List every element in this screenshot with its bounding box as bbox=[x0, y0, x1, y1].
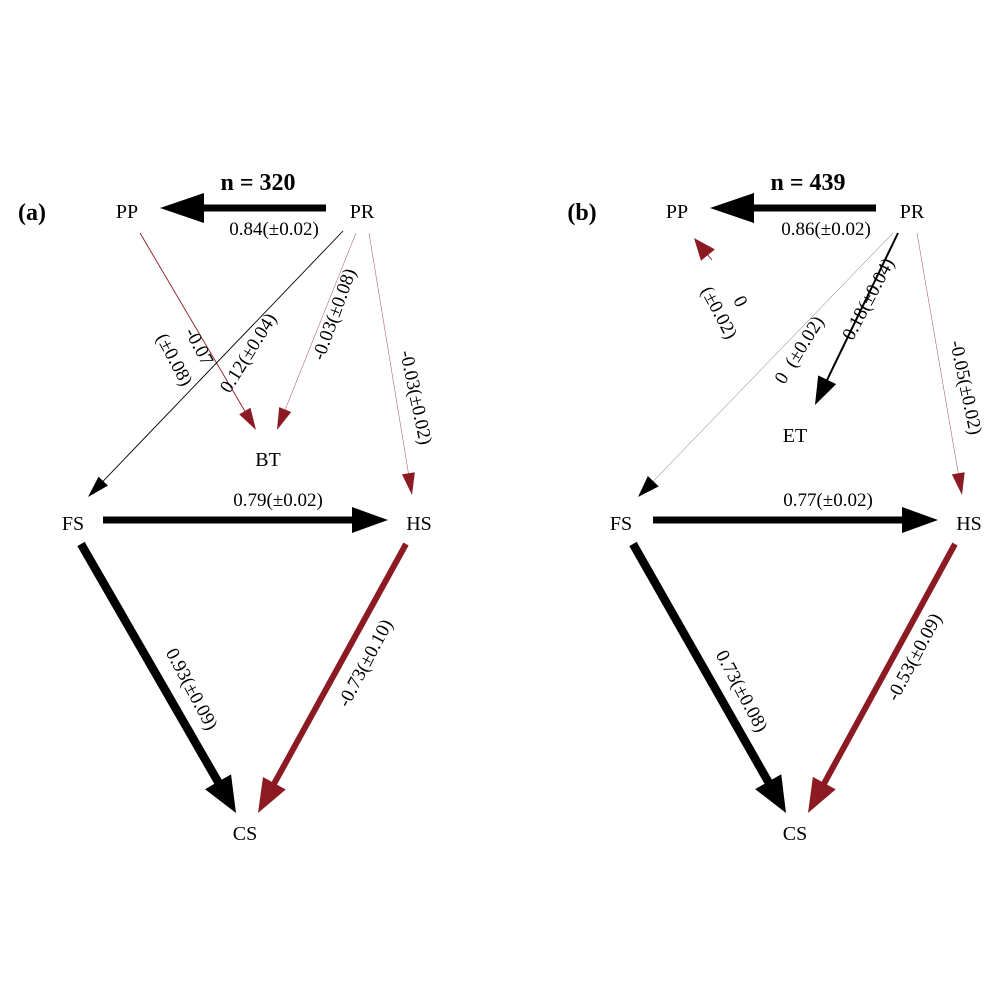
path-pr-to-hs: -0.05(±0.02) bbox=[916, 232, 985, 495]
path-coefficient: 0 bbox=[728, 293, 751, 311]
path-hs-to-cs: -0.73(±0.10) bbox=[258, 542, 409, 813]
path-coefficient: -0.03 bbox=[395, 349, 424, 392]
path-coefficient-label: -0.07(±0.08) bbox=[151, 317, 221, 390]
path-coefficient-label: 0.79(±0.02) bbox=[233, 490, 323, 511]
path-standard-error: (±0.08) bbox=[322, 266, 361, 326]
path-coefficient-label: -0.03(±0.02) bbox=[395, 349, 435, 447]
path-coefficient-label: -0.73(±0.10) bbox=[334, 616, 398, 711]
path-standard-error: (±0.02) bbox=[266, 490, 322, 511]
arrowhead bbox=[402, 472, 415, 495]
path-line bbox=[825, 232, 899, 383]
arrowhead bbox=[258, 776, 286, 813]
node-pp: PP bbox=[666, 201, 688, 223]
path-coefficient-label: 0.84(±0.02) bbox=[229, 219, 319, 240]
arrowhead bbox=[638, 475, 659, 497]
path-pr-to-fs: 0.12(±0.04) bbox=[88, 230, 344, 497]
path-standard-error: (±0.04) bbox=[234, 310, 282, 369]
panel-label: (b) bbox=[567, 200, 596, 226]
arrowhead bbox=[277, 407, 292, 430]
path-coefficient: -0.03 bbox=[309, 319, 342, 363]
panel-label: (a) bbox=[18, 200, 46, 226]
path-pr-to-pp: 0.84(±0.02) bbox=[160, 193, 326, 240]
node-cs: CS bbox=[233, 823, 257, 845]
path-coefficient: -0.05 bbox=[945, 339, 974, 382]
path-coefficient-label: -0.03(±0.08) bbox=[309, 266, 362, 363]
path-fs-to-cs: 0.93(±0.09) bbox=[77, 541, 236, 813]
path-standard-error: (±0.02) bbox=[781, 313, 829, 372]
node-hs: HS bbox=[956, 513, 982, 535]
path-line bbox=[651, 232, 894, 483]
path-fs-to-hs: 0.77(±0.02) bbox=[653, 490, 938, 533]
path-fs-to-cs: 0.73(±0.08) bbox=[629, 541, 786, 813]
path-coefficient-label: 0(±0.02) bbox=[696, 272, 762, 343]
path-pr-to-bt: -0.03(±0.08) bbox=[277, 232, 362, 430]
panel-a: (a)n = 3200.84(±0.02)-0.07(±0.08)0.12(±0… bbox=[18, 170, 435, 845]
path-standard-error: (±0.09) bbox=[902, 610, 947, 670]
path-coefficient: 0 bbox=[771, 369, 794, 388]
arrowhead bbox=[808, 776, 836, 813]
path-coefficient-label: 0.93(±0.09) bbox=[161, 645, 222, 734]
arrowhead bbox=[755, 774, 786, 813]
arrowhead bbox=[239, 407, 256, 430]
path-et-to-pp: 0(±0.02) bbox=[694, 238, 762, 343]
path-standard-error: (±0.02) bbox=[816, 490, 872, 511]
path-pr-to-fs: 0(±0.02) bbox=[638, 232, 894, 497]
path-fs-to-hs: 0.79(±0.02) bbox=[103, 490, 388, 533]
path-coefficient-label: 0.77(±0.02) bbox=[783, 490, 873, 511]
arrowhead bbox=[815, 375, 837, 405]
path-coefficient: 0.77 bbox=[783, 490, 816, 511]
node-pr: PR bbox=[350, 201, 375, 223]
path-line bbox=[284, 232, 357, 412]
path-line bbox=[629, 541, 773, 786]
path-pr-to-et: 0.18(±0.04) bbox=[815, 232, 900, 405]
path-standard-error: (±0.02) bbox=[403, 387, 435, 446]
arrowhead bbox=[205, 774, 236, 813]
path-standard-error: (±0.02) bbox=[696, 283, 741, 343]
path-standard-error: (±0.04) bbox=[854, 255, 899, 315]
arrowhead bbox=[951, 472, 965, 495]
arrowhead bbox=[160, 193, 204, 223]
path-line bbox=[916, 232, 959, 476]
arrowhead bbox=[710, 193, 754, 223]
path-coefficient-label: -0.05(±0.02) bbox=[945, 339, 985, 437]
path-line bbox=[101, 230, 344, 483]
node-cs: CS bbox=[783, 823, 807, 845]
path-pr-to-hs: -0.03(±0.02) bbox=[368, 232, 435, 495]
path-coefficient-label: 0.86(±0.02) bbox=[781, 219, 871, 240]
sample-size-label: n = 320 bbox=[220, 170, 295, 196]
path-pr-to-pp: 0.86(±0.02) bbox=[710, 193, 876, 240]
arrowhead bbox=[352, 507, 388, 533]
node-et: ET bbox=[783, 425, 807, 447]
path-coefficient-label: 0.18(±0.04) bbox=[839, 255, 900, 344]
path-hs-to-cs: -0.53(±0.09) bbox=[808, 542, 958, 813]
path-line bbox=[270, 542, 409, 787]
path-line bbox=[368, 232, 409, 476]
path-coefficient: 0.86 bbox=[781, 219, 814, 240]
path-coefficient: 0.79 bbox=[233, 490, 266, 511]
node-pr: PR bbox=[900, 201, 925, 223]
path-standard-error: (±0.02) bbox=[814, 219, 870, 240]
path-line bbox=[139, 232, 247, 413]
path-coefficient: 0.84 bbox=[229, 219, 263, 240]
path-pp-to-bt: -0.07(±0.08) bbox=[139, 232, 256, 430]
node-bt: BT bbox=[255, 449, 281, 471]
path-line bbox=[77, 541, 223, 786]
node-fs: FS bbox=[62, 513, 84, 535]
panel-b: (b)n = 4390.86(±0.02)0(±0.02)0(±0.02)0.1… bbox=[567, 170, 985, 845]
sample-size-label: n = 439 bbox=[770, 170, 845, 196]
path-standard-error: (±0.02) bbox=[953, 377, 985, 436]
node-pp: PP bbox=[116, 201, 138, 223]
path-standard-error: (±0.02) bbox=[262, 219, 318, 240]
arrowhead bbox=[902, 507, 938, 533]
node-fs: FS bbox=[610, 513, 632, 535]
node-hs: HS bbox=[406, 513, 432, 535]
path-line bbox=[820, 542, 958, 787]
arrowhead bbox=[694, 238, 715, 261]
arrowhead bbox=[88, 476, 108, 497]
